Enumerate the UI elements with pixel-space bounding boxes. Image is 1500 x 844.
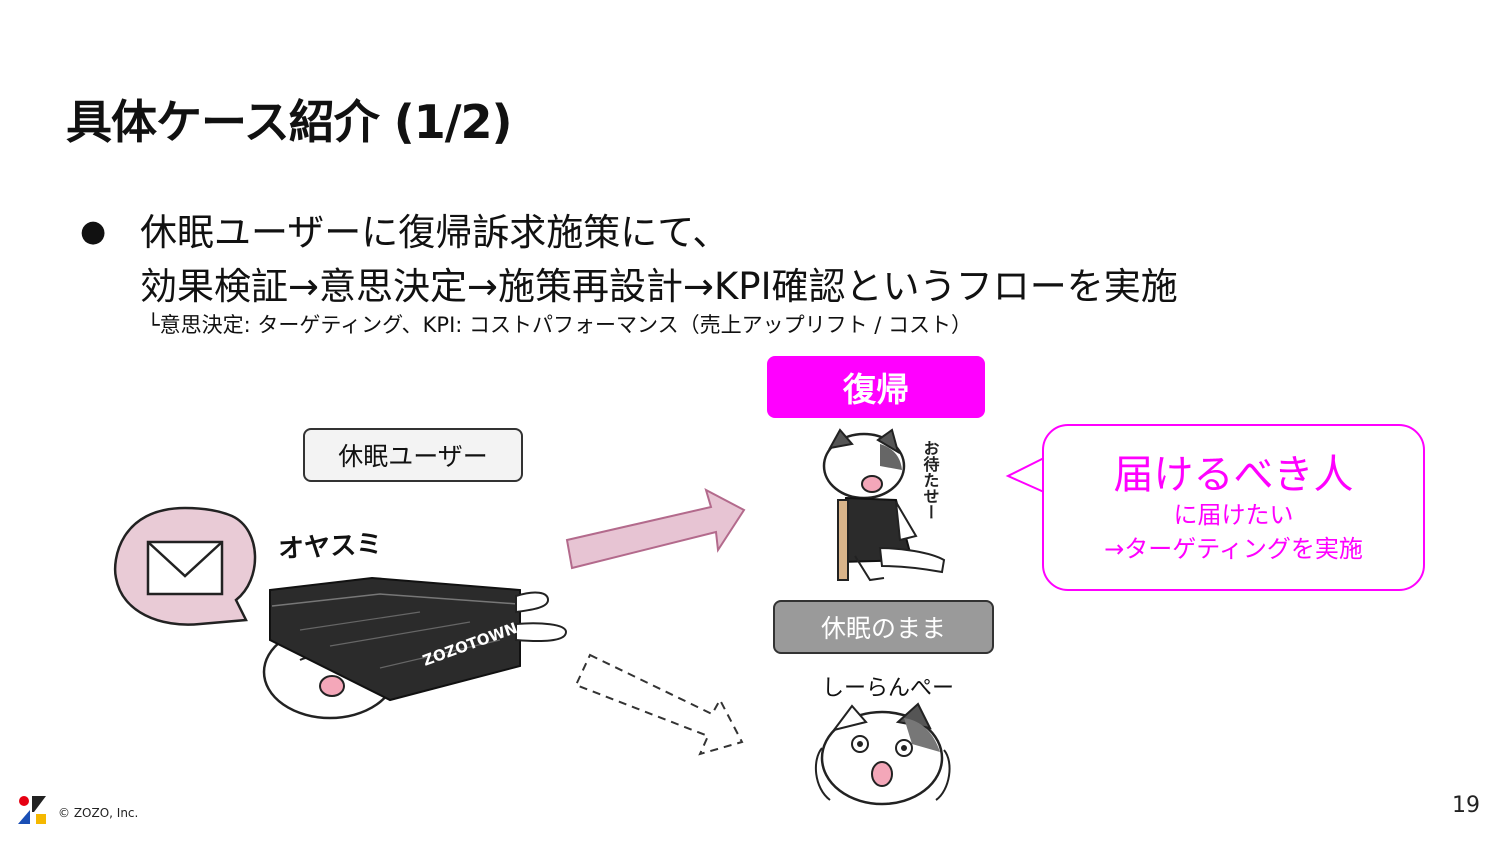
return-label-box: 復帰: [767, 356, 985, 418]
bullet-dot: ●: [80, 214, 107, 249]
zozo-logo-icon: [18, 796, 46, 824]
arrow-right-icon: [565, 488, 746, 570]
mail-speech-bubble: [113, 506, 257, 626]
copyright: © ZOZO, Inc.: [58, 806, 139, 820]
bullet-line-1: 休眠ユーザーに復帰訴求施策にて、: [140, 211, 730, 254]
dormant-user-label: 休眠ユーザー: [338, 442, 488, 471]
ignoring-cat-illustration: [814, 702, 951, 806]
callout-pointer: [1005, 457, 1045, 493]
callout-sub-text-2: →ターゲティングを実施: [1104, 535, 1363, 563]
handwriting-ignore: しーらんぺー: [822, 676, 955, 701]
callout-sub-text-1: に届けたい: [1173, 501, 1294, 529]
dashed-arrow-icon: [574, 653, 744, 756]
return-label: 復帰: [843, 370, 909, 409]
handwriting-wait: お待たせー: [921, 440, 940, 520]
page-number: 19: [1452, 793, 1480, 818]
handwriting-sleep: オヤスミ: [277, 529, 383, 565]
still-dormant-label: 休眠のまま: [820, 614, 946, 643]
returning-cat-illustration: [822, 428, 946, 582]
slide-title: 具体ケース紹介 (1/2): [66, 95, 513, 149]
sub-note: └意思決定: ターゲティング、KPI: コストパフォーマンス（売上アップリフト …: [147, 313, 973, 337]
callout-main-text: 届けるべき人: [1113, 452, 1354, 498]
sleeping-cat-box-illustration: ZOZOTOWN: [262, 576, 568, 720]
bullet-line-2: 効果検証→意思決定→施策再設計→KPI確認というフローを実施: [140, 265, 1178, 308]
envelope-icon: [146, 540, 224, 596]
still-dormant-label-box: 休眠のまま: [773, 600, 994, 654]
targeting-callout: 届けるべき人 に届けたい →ターゲティングを実施: [1042, 424, 1425, 591]
dormant-user-label-box: 休眠ユーザー: [303, 428, 523, 482]
